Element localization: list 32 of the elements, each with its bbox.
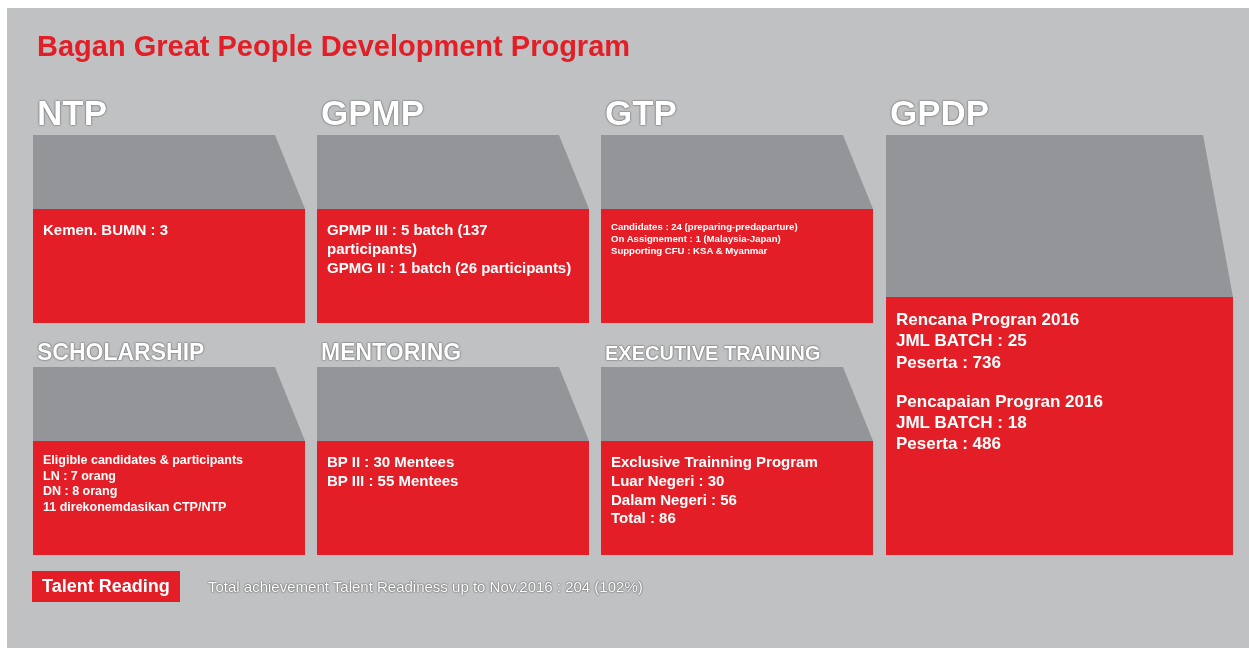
card-text: On Assignement : 1 (Malaysia-Japan) [611,233,782,245]
card-heading: GPDP [890,92,990,133]
card-text: Dalam Negeri : 56 [611,490,738,510]
card-heading: NTP [37,92,107,133]
card-heading: GTP [605,92,677,133]
card-text: GPMP III : 5 batch (137 participants) [327,221,489,259]
card-text: Rencana Progran 2016 [896,309,1081,331]
card-text: Eligible candidates & participants [43,453,245,469]
card-heading: SCHOLARSHIP [37,338,205,366]
card-text: 11 direkonemdasikan CTP/NTP [43,499,228,516]
label-tag: Talent Reading [32,571,180,602]
card-text: Total : 86 [611,509,677,528]
card-text: JML BATCH : 25 [896,330,1028,352]
card-text: BP II : 30 Mentees [327,453,456,472]
card-text: Peserta : 486 [896,433,1002,455]
title: Bagan Great People Development Program [37,30,631,63]
card-text: Luar Negeri : 30 [611,471,726,491]
card-text: Candidates : 24 (preparing-predaparture) [611,221,799,233]
card-heading: GPMP [321,92,425,133]
card-text: Supporting CFU : KSA & Myanmar [611,244,769,257]
summary-text: Total achievement Talent Readiness up to Nov.2016 : 204 (102%) [208,578,643,595]
card-text: JML BATCH : 18 [896,412,1028,434]
card-text: DN : 8 orang [43,484,119,500]
card-text: Exclusive Trainning Program [611,453,819,472]
card-text: GPMG II : 1 batch (26 participants) [327,258,573,278]
card-heading: MENTORING [321,338,462,366]
card-heading: EXECUTIVE TRAINING [605,342,821,365]
card-text: LN : 7 orang [43,468,117,485]
card-text: Pencapaian Progran 2016 [896,390,1104,412]
card-text: Kemen. BUMN : 3 [43,221,170,240]
card-text: Peserta : 736 [896,351,1002,373]
card-text: BP III : 55 Mentees [327,471,460,491]
